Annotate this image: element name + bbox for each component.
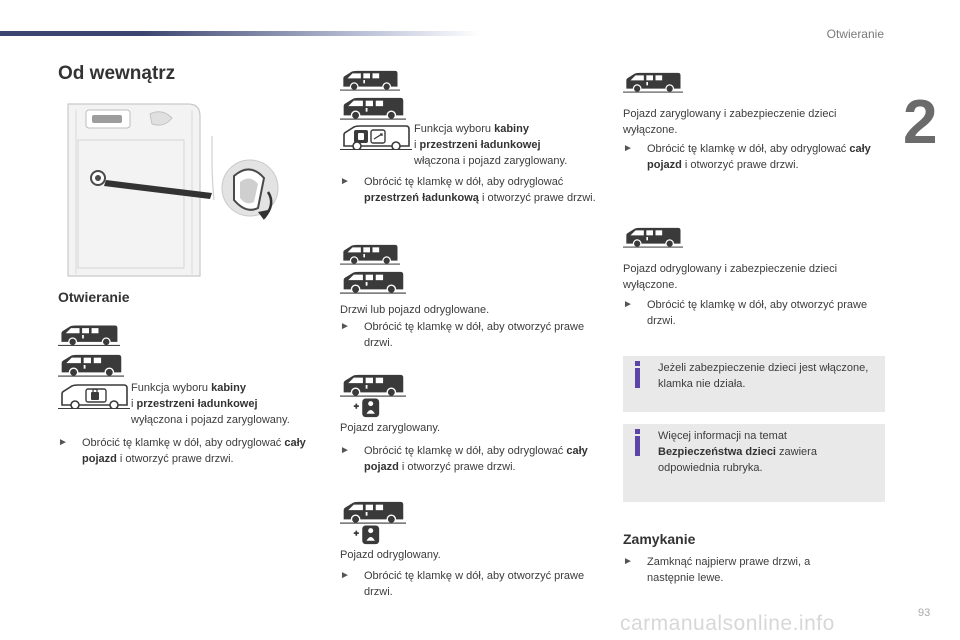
van-dashboard-lock-icon — [340, 124, 412, 150]
van-icon — [340, 373, 406, 397]
watermark: carmanualsonline.info — [620, 612, 835, 635]
triangle-bullet-icon: ► — [340, 321, 350, 332]
state-description: Pojazd zaryglowany. — [340, 422, 441, 434]
van-icon — [58, 323, 120, 347]
subtitle-opening: Otwieranie — [58, 289, 130, 305]
instruction-bullet: ► Zamknąć najpierw prawe drzwi, a następ… — [623, 556, 811, 584]
info-icon — [635, 429, 640, 434]
van-icon — [623, 225, 683, 249]
instruction-bullet: ► Obrócić tę klamkę w dół, aby odryglowa… — [340, 445, 588, 473]
triangle-bullet-icon: ► — [340, 176, 350, 187]
page-number: 93 — [918, 607, 931, 619]
info-box: Jeżeli zabezpieczenie dzieci jest włączo… — [623, 356, 885, 412]
state-description: Drzwi lub pojazd odryglowane. — [340, 304, 490, 316]
triangle-bullet-icon: ► — [623, 556, 633, 567]
triangle-bullet-icon: ► — [58, 437, 68, 448]
state-description: Pojazd zaryglowany i zabezpieczenie dzie… — [623, 108, 837, 136]
triangle-bullet-icon: ► — [340, 570, 350, 581]
van-icon — [340, 68, 400, 92]
triangle-bullet-icon: ► — [623, 143, 633, 154]
section-title: Od wewnątrz — [58, 63, 176, 84]
info-box: Więcej informacji na temat Bezpieczeństw… — [623, 424, 885, 502]
instruction-bullet: ► Obrócić tę klamkę w dół, aby otworzyć … — [340, 570, 585, 598]
door-handle-illustration — [62, 100, 302, 278]
van-icon — [340, 500, 406, 524]
van-icon — [58, 353, 124, 377]
triangle-bullet-icon: ► — [623, 299, 633, 310]
subtitle-closing: Zamykanie — [623, 531, 696, 547]
instruction-bullet: ► Obrócić tę klamkę w dół, aby odryglowa… — [623, 143, 871, 171]
instruction-bullet: ► Obrócić tę klamkę w dół, aby otworzyć … — [340, 321, 585, 349]
van-icon — [340, 96, 406, 120]
chapter-title: Otwieranie — [826, 27, 884, 41]
triangle-bullet-icon: ► — [340, 445, 350, 456]
instruction-bullet: ► Obrócić tę klamkę w dół, aby otworzyć … — [623, 299, 868, 327]
state-description: Pojazd odryglowany i zabezpieczenie dzie… — [623, 263, 838, 291]
function-description: Funkcja wyboru kabiny i przestrzeni ładu… — [414, 123, 568, 167]
van-icon — [340, 242, 400, 266]
instruction-bullet: ► Obrócić tę klamkę w dół, aby odryglowa… — [58, 437, 306, 465]
chapter-number: 2 — [903, 88, 938, 157]
van-dashboard-lock-icon — [58, 383, 130, 409]
info-icon — [635, 361, 640, 366]
function-description: Funkcja wyboru kabiny i przestrzeni ładu… — [131, 382, 290, 426]
child-lock-icon — [352, 523, 386, 545]
state-description: Pojazd odryglowany. — [340, 549, 441, 561]
van-icon — [340, 270, 406, 294]
van-icon — [623, 70, 683, 94]
child-lock-icon — [352, 396, 386, 418]
header-bar — [0, 31, 480, 36]
instruction-bullet: ► Obrócić tę klamkę w dół, aby odryglowa… — [340, 176, 596, 204]
